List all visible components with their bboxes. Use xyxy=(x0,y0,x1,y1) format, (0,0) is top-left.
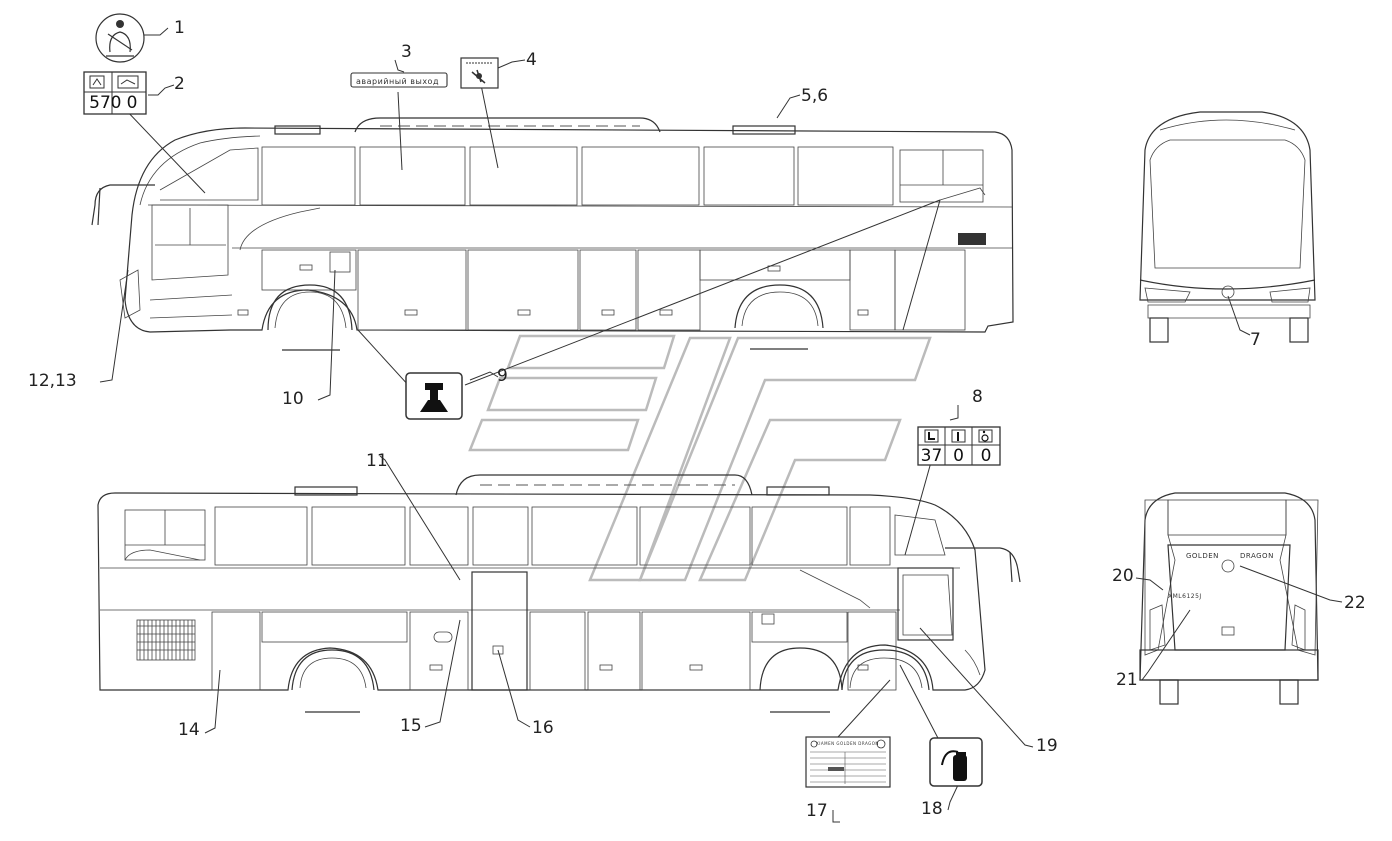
front-wheelchair-count: 0 xyxy=(126,93,138,113)
callout-3: 3 xyxy=(401,42,412,62)
jack-icon xyxy=(405,372,463,420)
callout-15: 15 xyxy=(400,716,422,736)
callout-16: 16 xyxy=(532,718,554,738)
seat-belt-icon xyxy=(95,13,145,63)
callout-17: 17 xyxy=(806,801,828,821)
side-standing-count: 0 xyxy=(953,446,964,466)
callout-2: 2 xyxy=(174,74,185,94)
callout-5-6: 5,6 xyxy=(801,86,829,106)
bus-rear-view xyxy=(1139,492,1319,705)
emergency-exit-sign-frame xyxy=(350,72,448,88)
wheelchair-icon xyxy=(978,429,993,443)
plate-header-text: XIAMEN GOLDEN DRAGON xyxy=(816,741,879,746)
callout-22: 22 xyxy=(1344,593,1366,613)
front-seat-count: 57 xyxy=(89,93,111,113)
emergency-exit-text: аварийный выход xyxy=(356,77,439,86)
callout-1: 1 xyxy=(174,18,185,38)
bus-front-view xyxy=(1139,111,1316,343)
callout-18: 18 xyxy=(921,799,943,819)
capacity-sign-side xyxy=(917,426,1001,466)
rear-brand-left: GOLDEN xyxy=(1186,552,1219,560)
callout-21: 21 xyxy=(1116,670,1138,690)
side-wheelchair-count: 0 xyxy=(980,446,992,466)
rear-brand-right: DRAGON xyxy=(1240,552,1274,560)
callout-20: 20 xyxy=(1112,566,1134,586)
callout-8: 8 xyxy=(972,387,983,407)
no-smoking-icon xyxy=(460,57,499,89)
callout-4: 4 xyxy=(526,50,537,70)
leader-lines xyxy=(99,27,1343,823)
watermark-logo xyxy=(468,334,932,582)
callout-7: 7 xyxy=(1250,330,1261,350)
seat-icon xyxy=(924,429,939,443)
front-standing-count: 0 xyxy=(110,93,122,113)
capacity-sign-front xyxy=(83,71,147,115)
callout-10: 10 xyxy=(282,389,304,409)
standing-icon xyxy=(951,429,966,443)
callout-14: 14 xyxy=(178,720,200,740)
bus-side-view-bottom xyxy=(97,474,1021,713)
rear-model-text: XML6125J xyxy=(1168,593,1202,600)
callout-9: 9 xyxy=(497,366,508,386)
side-seat-count: 37 xyxy=(920,446,943,466)
callout-19: 19 xyxy=(1036,736,1058,756)
callout-11: 11 xyxy=(366,451,388,471)
callout-12-13: 12,13 xyxy=(28,371,77,391)
manufacturer-plate xyxy=(805,736,891,788)
bus-side-view-top xyxy=(91,117,1014,351)
fire-extinguisher-icon xyxy=(929,737,983,787)
